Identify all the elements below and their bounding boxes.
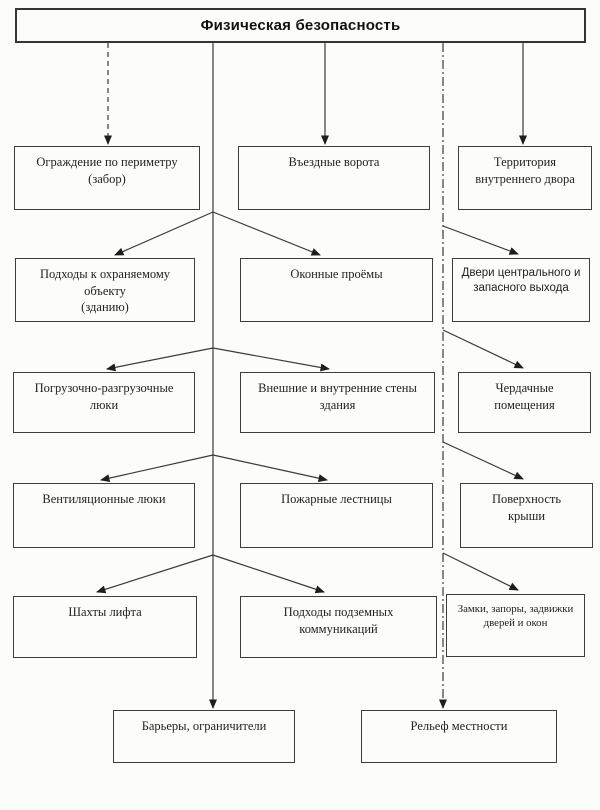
node-inner-yard-territory: Территория внутреннего двора — [458, 146, 592, 210]
node-roof-surface: Поверхность крыши — [460, 483, 593, 548]
node-perimeter-fence: Ограждение по периметру (забор) — [14, 146, 200, 210]
node-approaches-to-object: Подходы к охраняемому объекту (зданию) — [15, 258, 195, 322]
node-fire-escapes: Пожарные лестницы — [240, 483, 433, 548]
node-locks-and-bolts: Замки, запоры, задвижки дверей и окон — [446, 594, 585, 657]
node-loading-hatches: Погрузочно-разгрузочные люки — [13, 372, 195, 433]
node-elevator-shafts: Шахты лифта — [13, 596, 197, 658]
node-exit-doors: Двери центрального и запасного выхода — [452, 258, 590, 322]
node-barriers-limiters: Барьеры, ограничители — [113, 710, 295, 763]
node-ventilation-hatches: Вентиляционные люки — [13, 483, 195, 548]
node-terrain-relief: Рельеф местности — [361, 710, 557, 763]
node-window-openings: Оконные проёмы — [240, 258, 433, 322]
node-underground-communications: Подходы подземных коммуникаций — [240, 596, 437, 658]
node-root-title: Физическая безопасность — [15, 8, 586, 43]
node-attic-rooms: Чердачные помещения — [458, 372, 591, 433]
node-building-walls: Внешние и внутренние стены здания — [240, 372, 435, 433]
node-entrance-gates: Въездные ворота — [238, 146, 430, 210]
